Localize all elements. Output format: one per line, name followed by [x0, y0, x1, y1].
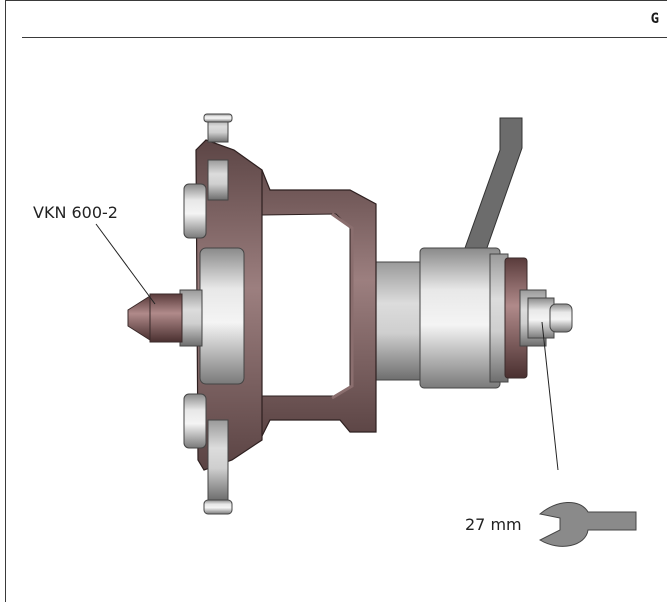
tool-leader-line: [95, 223, 156, 305]
page-frame: [5, 0, 667, 602]
tool-callout-label: VKN 600-2: [33, 203, 118, 222]
wrench-27mm: [538, 502, 637, 547]
tip-adapter: [127, 293, 183, 343]
wrench-callout-label: 27 mm: [465, 515, 522, 534]
hub-disk: [179, 247, 245, 385]
header-rule: [22, 37, 667, 38]
section-letter: G: [650, 11, 659, 27]
lever-handle: [459, 117, 523, 263]
hydraulic-cylinder: [359, 247, 573, 389]
wrench-leader-line: [541, 321, 559, 471]
